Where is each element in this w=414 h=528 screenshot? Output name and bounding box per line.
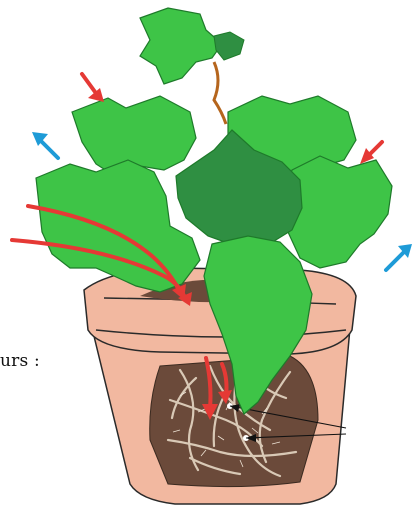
blue-arrow-right <box>386 252 404 270</box>
leaf-small-bud <box>214 32 244 60</box>
stem <box>214 62 226 124</box>
leaf-left-big <box>36 160 200 292</box>
left-cut-label: urs : <box>0 351 40 371</box>
leaf-top <box>140 8 222 84</box>
blue-arrow-left <box>40 140 58 158</box>
